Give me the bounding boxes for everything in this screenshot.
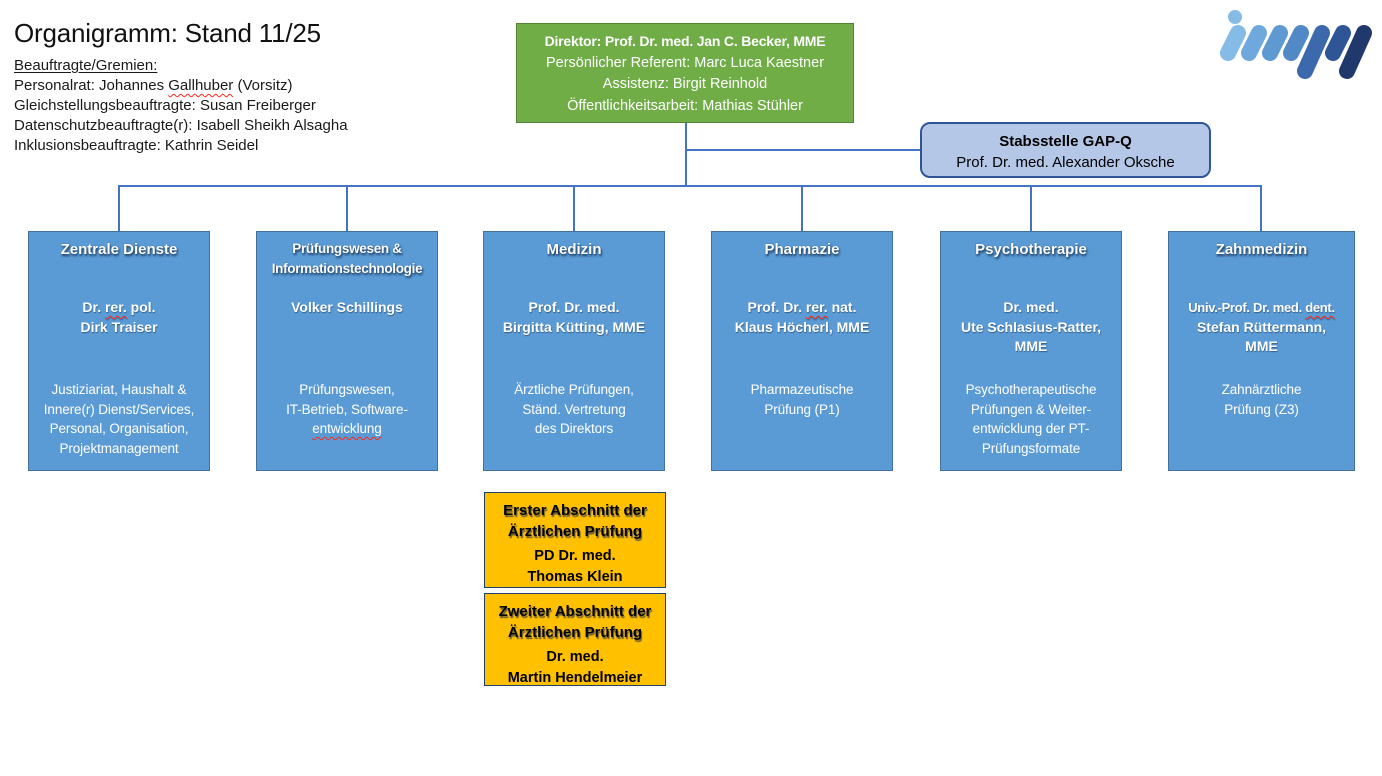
logo-bar-3	[1262, 25, 1288, 61]
misspelled-word: rer.	[104, 299, 127, 315]
referent-line: Persönlicher Referent: Marc Luca Kaestne…	[545, 54, 825, 71]
dept-description: Zahnärztliche Prüfung (Z3)	[1221, 382, 1302, 417]
connector-drop-pharmazie	[801, 186, 803, 231]
header-block: Organigramm: Stand 11/25 Beauftragte/Gre…	[14, 18, 348, 156]
misspelled-word: dent.	[1305, 300, 1335, 315]
misspelled-word: rer.	[805, 299, 828, 315]
committee-line-inklusion: Inklusionsbeauftragte: Kathrin Seidel	[14, 137, 259, 154]
dept-box-pruefungswesen-it: Prüfungswesen & Informationstechnologie …	[256, 231, 438, 471]
exam-title: Erster Abschnitt der Ärztlichen Prüfung	[503, 502, 647, 540]
dept-title: Psychotherapie	[975, 241, 1087, 258]
connector-drop-zentrale-dienste	[118, 186, 120, 231]
dept-head-name: Prof. Dr. rer. nat. Klaus Höcherl, MME	[734, 299, 870, 335]
dept-head-name: Volker Schillings	[291, 299, 403, 315]
impp-logo	[1220, 10, 1372, 79]
dept-description: Prüfungswesen, IT-Betrieb, Software- ent…	[286, 382, 408, 436]
dept-box-psychotherapie: Psychotherapie Dr. med. Ute Schlasius-Ra…	[940, 231, 1122, 471]
assistenz-line: Assistenz: Birgit Reinhold	[602, 76, 768, 92]
dept-head-name: Univ.-Prof. Dr. med. dent. Stefan Rütter…	[1188, 300, 1335, 354]
exam-box-zweiter-abschnitt: Zweiter Abschnitt der Ärztlichen Prüfung…	[484, 593, 666, 686]
exam-title: Zweiter Abschnitt der Ärztlichen Prüfung	[498, 603, 652, 641]
dept-box-pharmazie: Pharmazie Prof. Dr. rer. nat. Klaus Höch…	[711, 231, 893, 471]
dept-box-zentrale-dienste: Zentrale Dienste Dr. rer. pol. Dirk Trai…	[28, 231, 210, 471]
committee-line-personalrat: Personalrat: Johannes Gallhuber (Vorsitz…	[14, 77, 293, 94]
dept-box-zahnmedizin: Zahnmedizin Univ.-Prof. Dr. med. dent. S…	[1168, 231, 1355, 471]
page-title: Organigramm: Stand 11/25	[14, 18, 321, 48]
dept-head-name: Prof. Dr. med. Birgitta Kütting, MME	[502, 299, 646, 335]
logo-bar-7-descender	[1339, 25, 1372, 79]
dept-description: Pharmazeutische Prüfung (P1)	[750, 382, 854, 417]
connector-drop-psychotherapie	[1030, 186, 1032, 231]
connector-drop-medizin	[573, 186, 575, 231]
staff-unit-title: Stabsstelle GAP-Q	[999, 133, 1132, 150]
dept-description: Psychotherapeutische Prüfungen & Weiter-…	[965, 382, 1097, 456]
dept-description: Ärztliche Prüfungen, Ständ. Vertretung d…	[514, 382, 634, 436]
committee-line-gleichstellung: Gleichstellungsbeauftragte: Susan Freibe…	[14, 97, 316, 114]
director-box: Direktor: Prof. Dr. med. Jan C. Becker, …	[516, 23, 854, 123]
dept-title: Zahnmedizin	[1215, 241, 1308, 258]
exam-head-name: Dr. med. Martin Hendelmeier	[507, 649, 643, 686]
connector-director-trunk	[685, 123, 687, 186]
staff-unit-box: Stabsstelle GAP-Q Prof. Dr. med. Alexand…	[920, 122, 1211, 178]
committee-line-datenschutz: Datenschutzbeauftragte(r): Isabell Sheik…	[14, 117, 348, 134]
committees-heading: Beauftragte/Gremien:	[14, 57, 158, 74]
director-line: Direktor: Prof. Dr. med. Jan C. Becker, …	[544, 33, 826, 49]
oeffentlichkeitsarbeit-line: Öffentlichkeitsarbeit: Mathias Stühler	[567, 97, 803, 114]
staff-unit-name: Prof. Dr. med. Alexander Oksche	[956, 154, 1175, 171]
logo-bar-5-descender	[1297, 25, 1330, 79]
dept-title: Pharmazie	[764, 241, 840, 258]
misspelled-word: entwicklung	[312, 421, 382, 436]
connector-main-bar	[118, 185, 1262, 187]
logo-bar-4	[1283, 25, 1309, 61]
connector-drop-pruefungswesen	[346, 186, 348, 231]
dept-title: Medizin	[546, 241, 602, 258]
dept-box-medizin: Medizin Prof. Dr. med. Birgitta Kütting,…	[483, 231, 665, 471]
exam-head-name: PD Dr. med. Thomas Klein	[527, 548, 623, 585]
exam-box-erster-abschnitt: Erster Abschnitt der Ärztlichen Prüfung …	[484, 492, 666, 588]
connector-drop-zahnmedizin	[1260, 186, 1262, 231]
dept-head-name: Dr. rer. pol. Dirk Traiser	[80, 299, 158, 335]
misspelled-word: Gallhuber	[168, 77, 234, 94]
logo-bar-6	[1325, 25, 1351, 61]
dept-head-name: Dr. med. Ute Schlasius-Ratter, MME	[960, 299, 1102, 354]
dept-title: Prüfungswesen & Informationstechnologie	[271, 241, 423, 276]
connector-staff-unit	[686, 149, 920, 151]
dept-description: Justiziariat, Haushalt & Innere(r) Diens…	[43, 382, 195, 456]
logo-bar-2	[1241, 25, 1267, 61]
logo-bar-1	[1220, 25, 1246, 61]
dept-title: Zentrale Dienste	[60, 241, 178, 258]
logo-i-dot	[1228, 10, 1242, 24]
